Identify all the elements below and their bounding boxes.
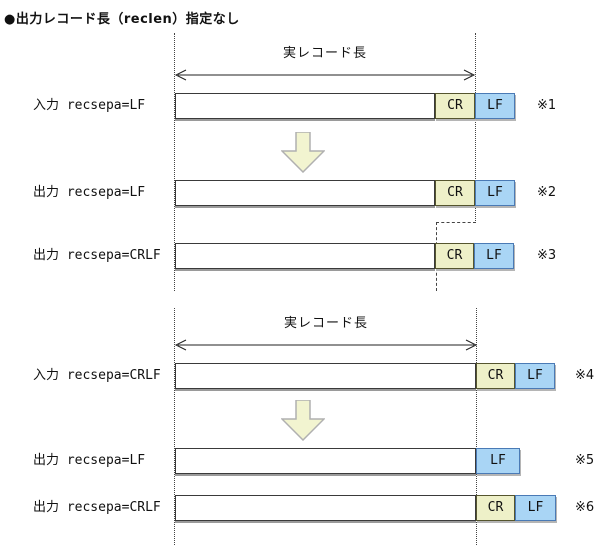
row4-record-box — [175, 363, 476, 389]
row3-cr-cell: CR — [435, 243, 474, 269]
row6-cr-cell: CR — [476, 495, 515, 521]
row5-note: ※5 — [575, 453, 595, 468]
row2-cr-cell: CR — [435, 180, 475, 206]
row2-lf-cell: LF — [475, 180, 515, 206]
section2-record-length-label: 実レコード長 — [283, 316, 368, 331]
row1-record-box — [175, 93, 435, 119]
row6-note: ※6 — [575, 500, 595, 515]
section1-record-start-guideline — [174, 33, 175, 291]
row2-label: 出力 recsepa=LF — [33, 185, 146, 200]
section2-record-start-guideline — [174, 308, 175, 545]
row3-note: ※3 — [537, 248, 557, 263]
row5-lf-cell: LF — [476, 448, 520, 474]
section1-record-end-guideline — [475, 33, 476, 223]
page-title: ●出力レコード長（reclen）指定なし — [4, 12, 240, 27]
row4-cr-cell: CR — [476, 363, 515, 389]
section2-record-end-guideline — [476, 308, 477, 545]
row5-label: 出力 recsepa=LF — [33, 453, 146, 468]
row1-cr-cell: CR — [435, 93, 475, 119]
row3-label: 出力 recsepa=CRLF — [33, 248, 161, 263]
row6-lf-cell: LF — [515, 495, 556, 521]
row4-note: ※4 — [575, 368, 595, 383]
section1-record-length-label: 実レコード長 — [282, 46, 367, 61]
row3-lf-cell: LF — [474, 243, 514, 269]
row6-label: 出力 recsepa=CRLF — [33, 500, 161, 515]
row6-record-box — [175, 495, 476, 521]
row1-label: 入力 recsepa=LF — [33, 98, 146, 113]
row1-lf-cell: LF — [475, 93, 515, 119]
transform-down-arrow — [281, 132, 325, 173]
transform-down-arrow — [281, 400, 325, 441]
row4-lf-cell: LF — [515, 363, 555, 389]
row3-record-box — [175, 243, 435, 269]
section2-record-length-arrow — [174, 339, 478, 351]
section1-boundary-step-horizontal — [436, 222, 476, 223]
row4-label: 入力 recsepa=CRLF — [33, 368, 161, 383]
row1-note: ※1 — [537, 98, 557, 113]
row5-record-box — [175, 448, 476, 474]
section1-record-length-arrow — [174, 69, 476, 81]
row2-record-box — [175, 180, 435, 206]
row2-note: ※2 — [537, 185, 557, 200]
